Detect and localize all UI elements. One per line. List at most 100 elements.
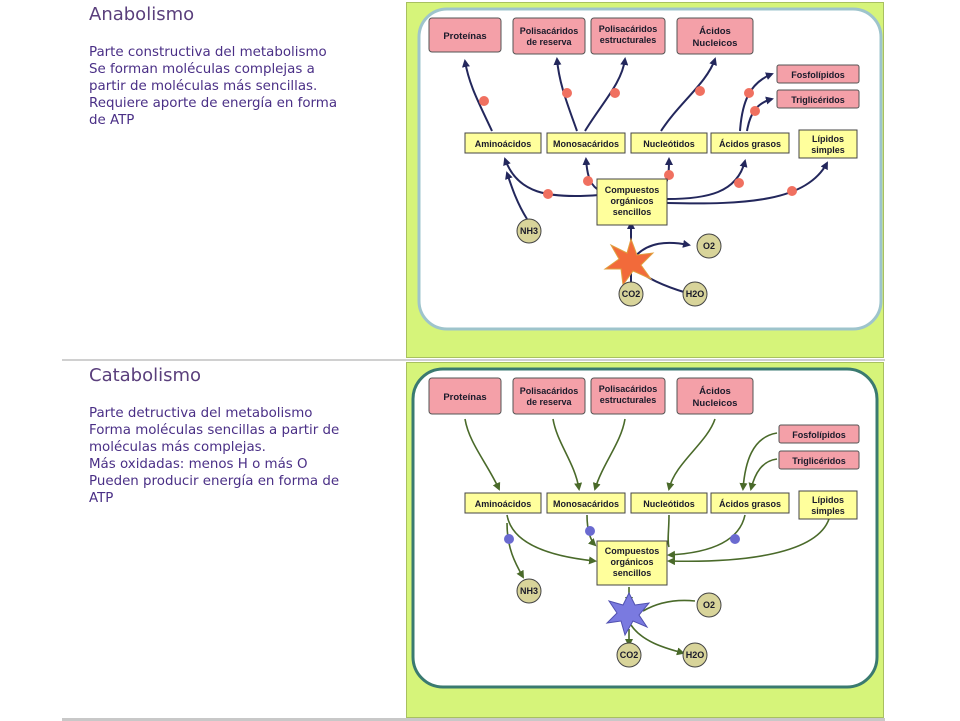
label-aminoacidos: Aminoácidos xyxy=(475,499,532,509)
arrow-polisacaridos-reserva-monosacaridos xyxy=(552,418,583,491)
label-co2: CO2 xyxy=(620,650,639,660)
label-nucleotidos: Nucleótidos xyxy=(643,499,695,509)
anabolismo-description: Parte constructiva del metabolismo Se fo… xyxy=(89,44,404,129)
anabolismo-line: Se forman moléculas complejas a xyxy=(89,62,315,77)
box-trigliceridos: Triglicéridos xyxy=(776,89,860,109)
box-acidos-nucleicos: Ácidos Nucleicos xyxy=(676,17,754,55)
box-nucleotidos: Nucleótidos xyxy=(630,132,708,154)
circle-co2: CO2 xyxy=(618,281,644,307)
label-acidos-nucleicos-1: Ácidos xyxy=(699,26,731,37)
catabolismo-text-cell: Catabolismo Parte detructiva del metabol… xyxy=(62,365,404,715)
box-proteinas: Proteínas xyxy=(428,377,502,415)
catabolismo-line: Más oxidadas: menos H o más O xyxy=(89,457,308,472)
catabolismo-line: Parte detructiva del metabolismo xyxy=(89,406,313,421)
arrow-compuestos-aminoacidos xyxy=(503,157,600,198)
box-acidos-grasos: Ácidos grasos xyxy=(710,492,790,514)
inorganic-molecules: NH3 O2 CO2 H2O xyxy=(516,218,722,307)
box-aminoacidos: Aminoácidos xyxy=(464,132,542,154)
label-co2: CO2 xyxy=(622,289,641,299)
arrow-star-h2o xyxy=(630,624,685,656)
label-acidos-grasos: Ácidos grasos xyxy=(719,139,781,149)
box-compuestos-organicos: Compuestos orgánicos sencillos xyxy=(596,178,668,226)
label-compuestos-3: sencillos xyxy=(613,568,652,578)
catabolismo-line: moléculas más complejas. xyxy=(89,440,266,455)
box-fosfolipidos: Fosfolípidos xyxy=(778,424,860,444)
energy-star-icon xyxy=(562,88,572,98)
energy-markers xyxy=(479,86,797,199)
label-compuestos-1: Compuestos xyxy=(605,185,660,195)
energy-star-icon xyxy=(744,88,754,98)
label-acidos-nucleicos-2: Nucleicos xyxy=(693,398,738,409)
label-nh3: NH3 xyxy=(520,586,538,596)
line-o2-star xyxy=(642,599,696,612)
circle-o2: O2 xyxy=(696,592,722,618)
label-nh3: NH3 xyxy=(520,226,538,236)
label-lipidos-simples-2: simples xyxy=(811,506,845,516)
arrow-acidos-nucleicos-nucleotidos xyxy=(666,418,716,491)
arrow-nucleotidos-compuestos xyxy=(667,514,670,548)
box-polisacaridos-estructurales: Polisacáridos estructurales xyxy=(590,377,666,415)
box-monosacaridos: Monosacáridos xyxy=(546,492,626,514)
label-polisacaridos-estructurales-2: estructurales xyxy=(600,35,657,45)
arrow-nucleotidos-acidos-nucleicos xyxy=(660,57,717,132)
label-compuestos-3: sencillos xyxy=(613,207,652,217)
label-lipidos-simples-1: Lípidos xyxy=(812,134,844,144)
energy-star-icon xyxy=(664,170,674,180)
inorganic-molecules: NH3 O2 CO2 H2O xyxy=(516,578,722,668)
energy-markers xyxy=(504,526,740,544)
energy-star-icon xyxy=(730,534,740,544)
label-polisacaridos-reserva-2: de reserva xyxy=(526,397,572,407)
box-nucleotidos: Nucleótidos xyxy=(630,492,708,514)
box-aminoacidos: Aminoácidos xyxy=(464,492,542,514)
arrow-nh3 xyxy=(505,171,528,220)
anabolismo-line: partir de moléculas más sencillas. xyxy=(89,79,318,94)
catabolismo-title: Catabolismo xyxy=(89,365,202,386)
anabolismo-diagram: Proteínas Polisacáridos de reserva Polis… xyxy=(406,2,884,358)
label-fosfolipidos: Fosfolípidos xyxy=(792,430,846,440)
energy-star-icon xyxy=(695,86,705,96)
box-acidos-nucleicos: Ácidos Nucleicos xyxy=(676,377,754,415)
catabolismo-diagram: Proteínas Polisacáridos de reserva Polis… xyxy=(406,362,884,718)
label-trigliceridos: Triglicéridos xyxy=(791,95,845,105)
energy-burst-icon xyxy=(605,591,651,637)
complex-molecules: Proteínas Polisacáridos de reserva Polis… xyxy=(428,17,860,109)
circle-h2o: H2O xyxy=(682,642,708,668)
label-polisacaridos-estructurales-1: Polisacáridos xyxy=(599,384,658,394)
box-fosfolipidos: Fosfolípidos xyxy=(776,64,860,84)
energy-star-icon xyxy=(583,176,593,186)
label-lipidos-simples-1: Lípidos xyxy=(812,495,844,505)
arrow-fosfolipidos-acidos-grasos xyxy=(739,432,778,491)
energy-star-icon xyxy=(479,96,489,106)
arrow-compuestos-lipidos-simples xyxy=(666,161,828,205)
label-polisacaridos-reserva-1: Polisacáridos xyxy=(520,26,579,36)
anabolismo-line: Requiere aporte de energía en forma xyxy=(89,96,338,111)
catabolic-arrows xyxy=(464,418,830,656)
anabolismo-text-cell: Anabolismo Parte constructiva del metabo… xyxy=(62,4,404,359)
anabolismo-diagram-svg: Proteínas Polisacáridos de reserva Polis… xyxy=(417,7,883,331)
label-o2: O2 xyxy=(703,241,715,251)
energy-star-icon xyxy=(543,189,553,199)
arrow-compuestos-acidos-grasos xyxy=(666,159,748,200)
label-compuestos-2: orgánicos xyxy=(610,196,653,206)
box-trigliceridos: Triglicéridos xyxy=(778,450,860,470)
label-lipidos-simples-2: simples xyxy=(811,145,845,155)
box-polisacaridos-estructurales: Polisacáridos estructurales xyxy=(590,17,666,55)
energy-star-icon xyxy=(734,178,744,188)
box-compuestos-organicos: Compuestos orgánicos sencillos xyxy=(596,540,668,586)
circle-o2: O2 xyxy=(696,233,722,259)
label-trigliceridos: Triglicéridos xyxy=(792,456,846,466)
box-polisacaridos-reserva: Polisacáridos de reserva xyxy=(512,17,586,55)
label-proteinas: Proteínas xyxy=(443,31,486,42)
catabolismo-line: Forma moléculas sencillas a partir de xyxy=(89,423,340,438)
arrow-acidos-grasos-compuestos xyxy=(667,514,746,559)
box-monosacaridos: Monosacáridos xyxy=(546,132,626,154)
arrow-aminoacidos-compuestos xyxy=(506,514,597,565)
label-h2o: H2O xyxy=(686,650,705,660)
catabolismo-description: Parte detructiva del metabolismo Forma m… xyxy=(89,405,404,507)
circle-nh3: NH3 xyxy=(516,578,542,604)
circle-co2: CO2 xyxy=(616,642,642,668)
energy-star-icon xyxy=(610,88,620,98)
row-divider xyxy=(62,359,885,361)
label-polisacaridos-reserva-2: de reserva xyxy=(526,37,572,47)
circle-h2o: H2O xyxy=(682,281,708,307)
